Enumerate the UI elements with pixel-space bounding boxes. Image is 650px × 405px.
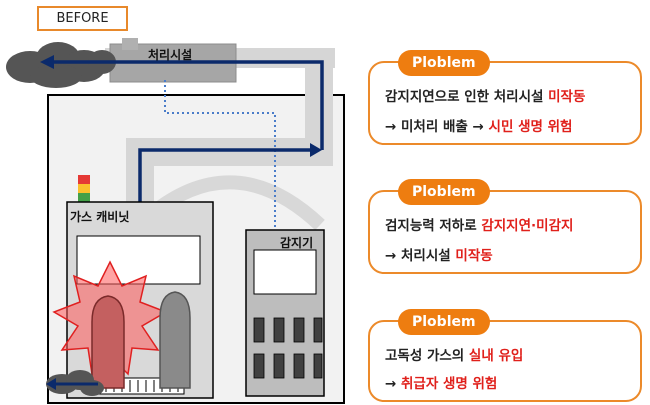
problem-line: → 미처리 배출 → 시민 생명 위험 [385, 115, 572, 135]
problem-line: 고독성 가스의 실내 유입 [385, 344, 523, 364]
problem-highlight: 감지지연·미감지 [481, 218, 574, 234]
problem-text: 감지지연으로 인한 처리시설 [385, 89, 549, 105]
duct-arc [145, 175, 325, 231]
detector-buttons [253, 317, 323, 379]
problem-card-2: Ploblem 검지능력 저하로 감지지연·미감지 → 처리시설 미작동 [368, 179, 642, 274]
detector-screen [253, 249, 317, 295]
problem-highlight: 미작동 [455, 248, 493, 264]
detector-label: 감지기 [280, 236, 314, 250]
problem-line: → 취급자 생명 위험 [385, 372, 497, 392]
indicator-green [78, 193, 90, 202]
problem-highlight: 시민 생명 위험 [488, 119, 573, 135]
problem-highlight: 취급자 생명 위험 [401, 376, 498, 392]
problem-line: → 처리시설 미작동 [385, 244, 493, 264]
problem-text: 검지능력 저하로 [385, 218, 482, 234]
treatment-facility-label: 처리시설 [148, 48, 193, 62]
exhaust-path-riser [320, 60, 324, 150]
problem-text: → 미처리 배출 → [385, 119, 489, 135]
problem-text: 고독성 가스의 [385, 348, 469, 364]
arrow-head-lower [310, 143, 322, 157]
cabinet-window [76, 235, 201, 285]
arrow-head-upper [40, 55, 54, 69]
problem-line: 검지능력 저하로 감지지연·미감지 [385, 214, 573, 234]
problem-card-1: Ploblem 감지지연으로 인한 처리시설 미작동 → 미처리 배출 → 시민… [368, 50, 642, 145]
problem-line: 감지지연으로 인한 처리시설 미작동 [385, 85, 585, 105]
leak-arrow-head [46, 378, 56, 390]
treatment-cap [122, 38, 138, 50]
signal-line [164, 80, 276, 232]
problem-text: → [385, 376, 402, 392]
problem-text: → 처리시설 [385, 248, 456, 264]
before-label: BEFORE [37, 6, 128, 31]
gas-cabinet-label: 가스 캐비닛 [70, 210, 130, 224]
gas-cylinder-right [159, 291, 191, 389]
indicator-yellow [78, 184, 90, 193]
exhaust-path-lower [138, 148, 310, 204]
problem-tag: Ploblem [398, 309, 490, 335]
indicator-red [78, 175, 90, 184]
problem-tag: Ploblem [398, 179, 490, 205]
gas-cylinder-left [91, 295, 125, 389]
smoke-cloud-top [6, 42, 116, 88]
problem-tag: Ploblem [398, 50, 490, 76]
problem-highlight: 미작동 [548, 89, 586, 105]
problem-card-3: Ploblem 고독성 가스의 실내 유입 → 취급자 생명 위험 [368, 309, 642, 402]
problem-highlight: 실내 유입 [468, 348, 524, 364]
